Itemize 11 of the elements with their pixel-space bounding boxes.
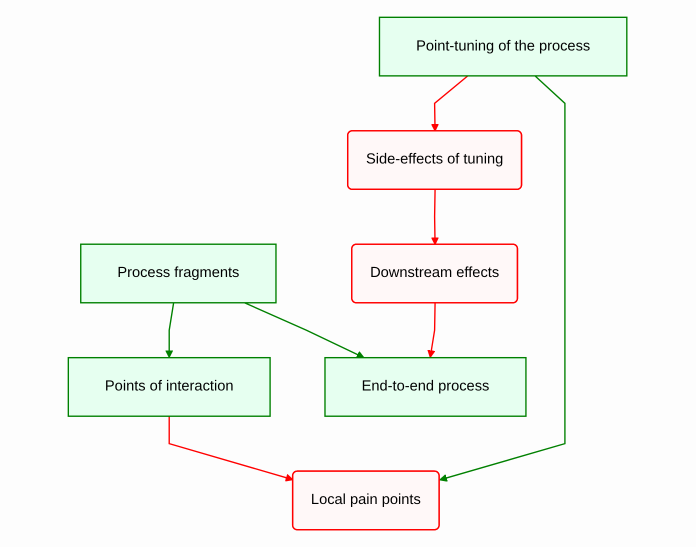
arrow: [244, 302, 365, 358]
arrow: [440, 75, 566, 482]
node-box: End-to-end process: [324, 356, 528, 417]
arrow: [166, 302, 175, 358]
node-box: Point-tuning of the process: [379, 16, 628, 77]
arrow: [428, 303, 436, 358]
arrow: [431, 75, 469, 132]
node-box: Points of interaction: [68, 356, 272, 417]
arrow: [431, 190, 440, 246]
arrow: [168, 416, 294, 482]
node-box: Process fragments: [80, 244, 278, 304]
